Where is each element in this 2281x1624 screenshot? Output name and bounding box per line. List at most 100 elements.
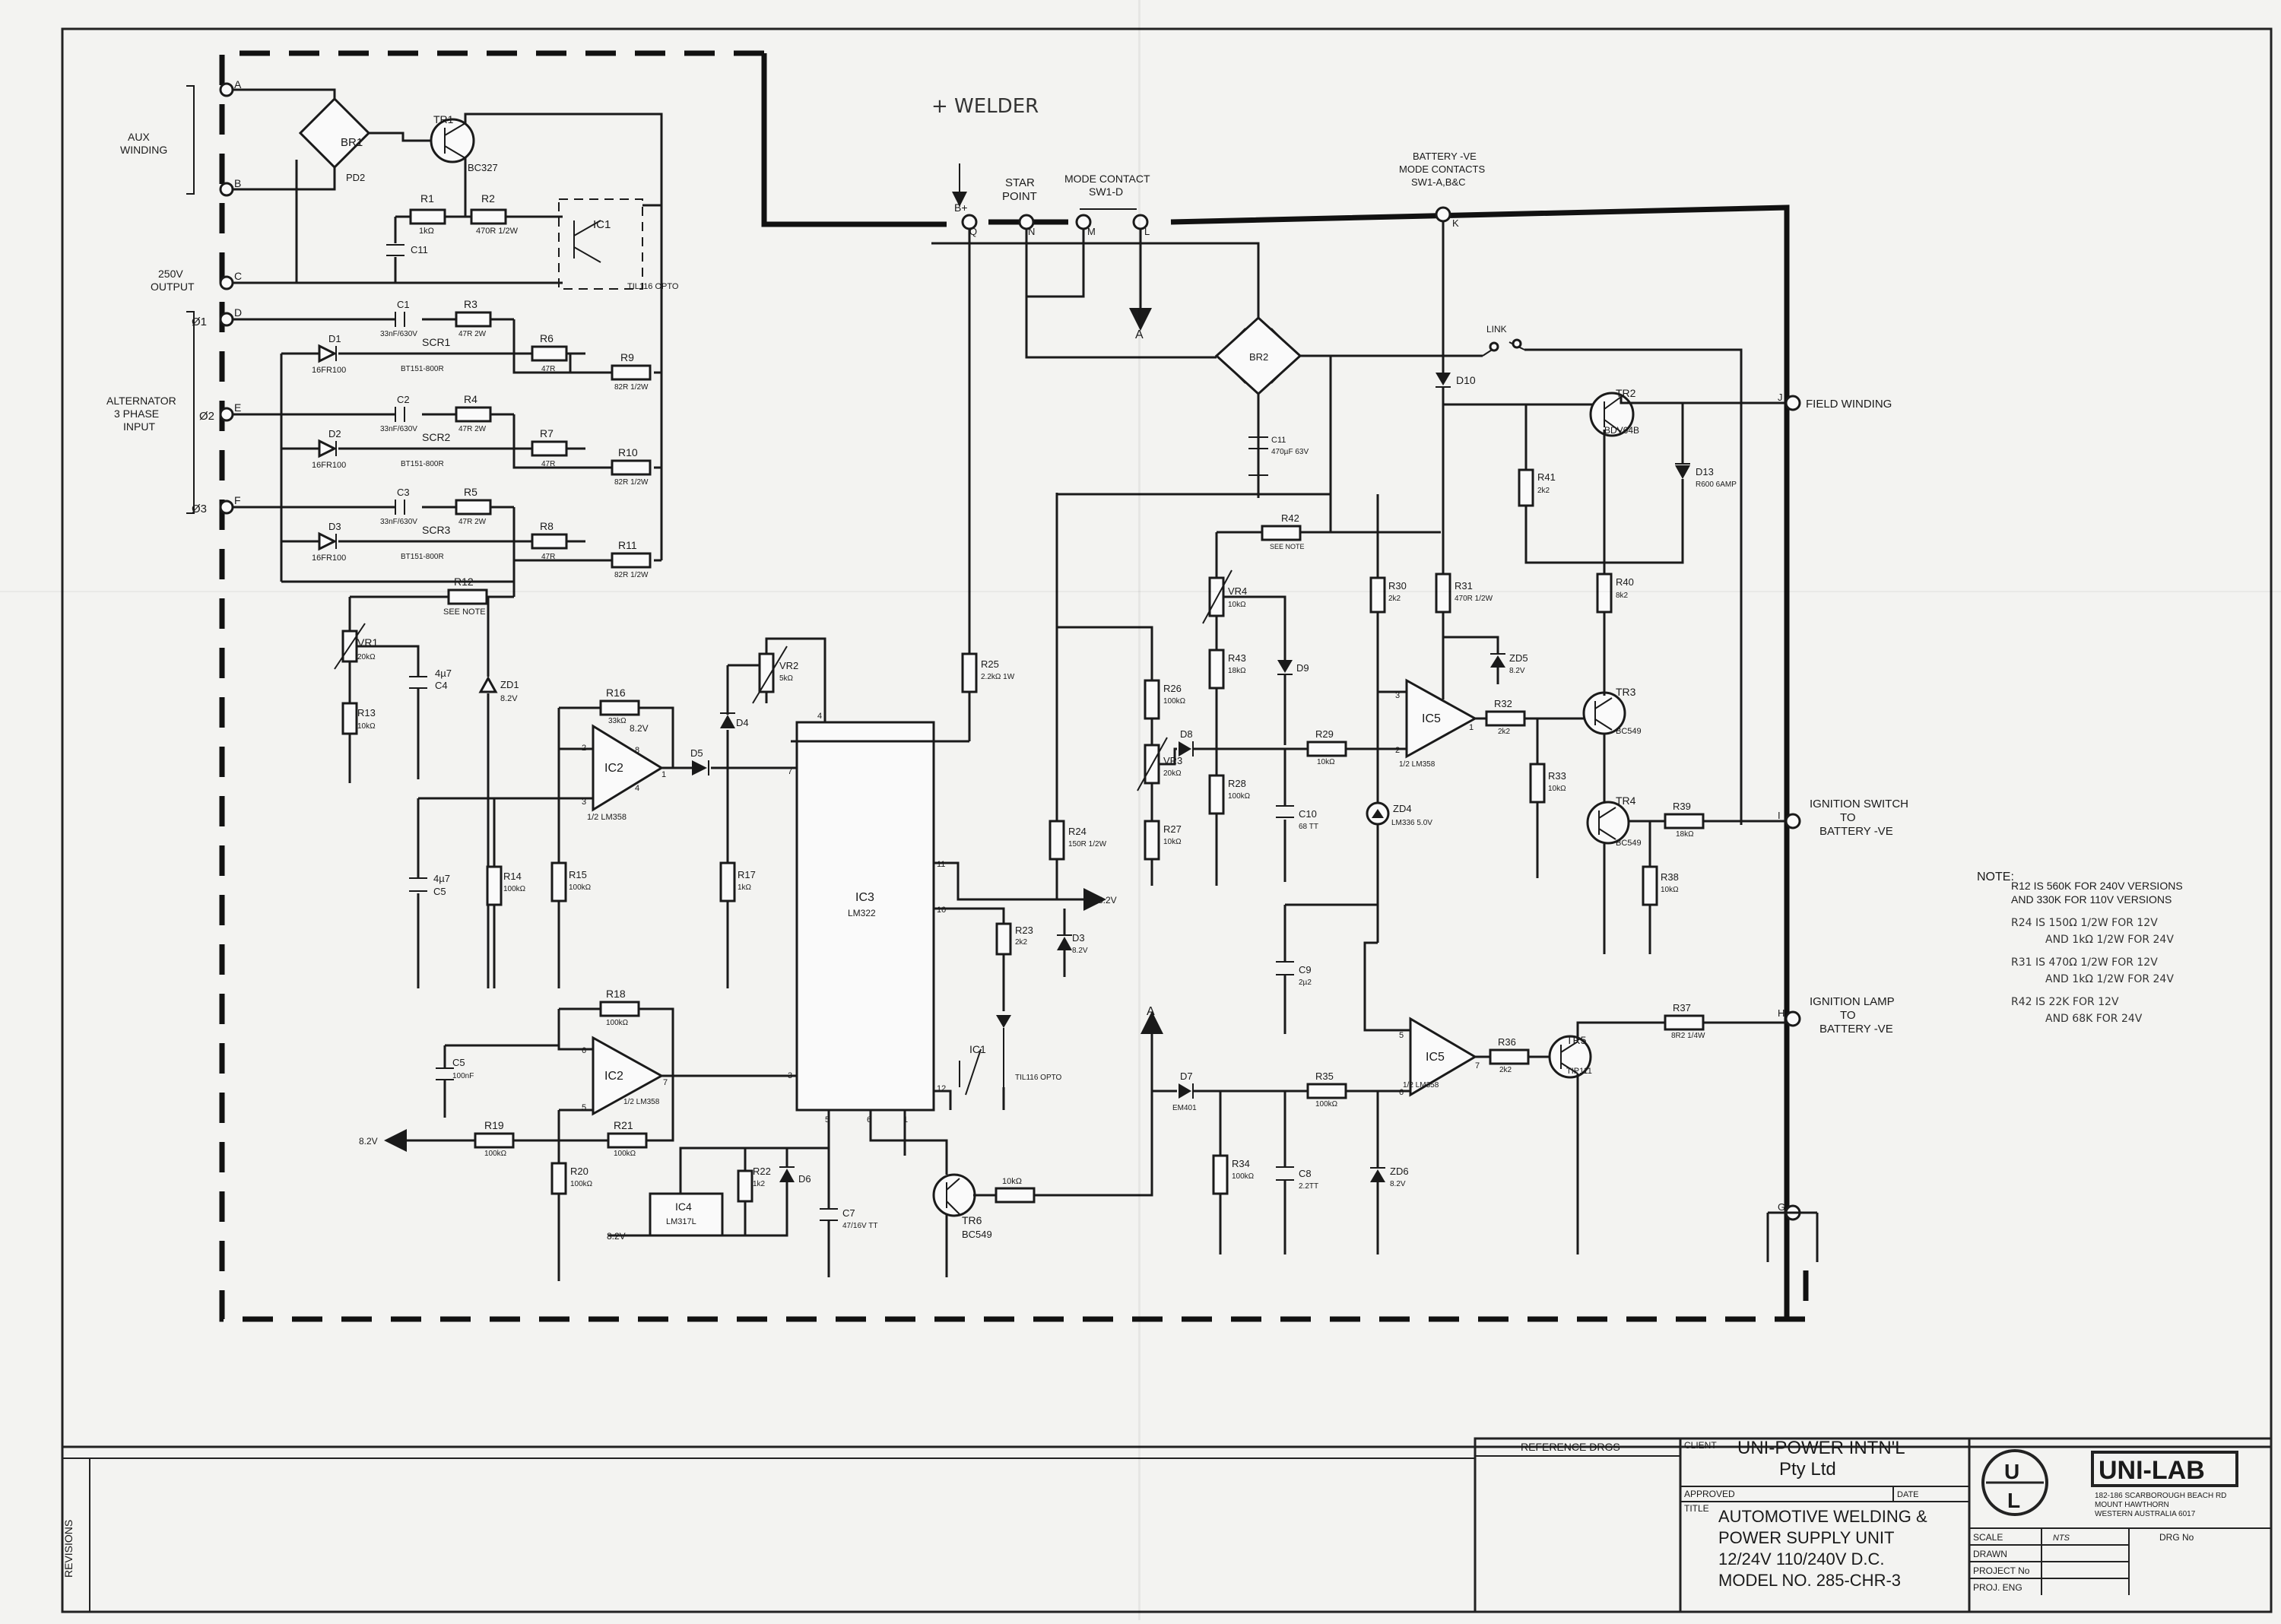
svg-text:100kΩ: 100kΩ <box>1315 1100 1338 1109</box>
svg-text:47R 2W: 47R 2W <box>458 330 487 338</box>
svg-text:6: 6 <box>1399 1088 1404 1097</box>
svg-text:TR4: TR4 <box>1616 795 1636 807</box>
svg-text:K: K <box>1452 217 1459 229</box>
svg-text:R28: R28 <box>1228 778 1246 789</box>
svg-text:4: 4 <box>817 712 822 721</box>
svg-text:33nF/630V: 33nF/630V <box>380 425 417 433</box>
svg-text:BT151-800R: BT151-800R <box>401 553 444 561</box>
svg-text:C10: C10 <box>1299 808 1317 820</box>
opamp-ic5-lower: IC5 1/2 LM358 56 7 <box>1399 1017 1480 1097</box>
svg-text:TR1: TR1 <box>433 113 454 125</box>
svg-text:PROJECT No: PROJECT No <box>1973 1565 2030 1576</box>
svg-text:TR3: TR3 <box>1616 686 1636 698</box>
svg-text:UNI-LAB: UNI-LAB <box>2099 1456 2205 1485</box>
resistor-r13 <box>341 702 358 735</box>
svg-text:R5: R5 <box>464 486 477 498</box>
svg-text:R12 IS 560K FOR 240V VERSIONS: R12 IS 560K FOR 240V VERSIONS <box>2011 880 2183 892</box>
svg-text:C11: C11 <box>411 244 428 255</box>
svg-text:R22: R22 <box>753 1166 771 1177</box>
resistor-r14 <box>486 865 503 906</box>
svg-text:R35: R35 <box>1315 1071 1334 1082</box>
svg-text:20kΩ: 20kΩ <box>1163 769 1182 778</box>
svg-text:R30: R30 <box>1388 580 1407 592</box>
svg-text:APPROVED: APPROVED <box>1684 1489 1735 1499</box>
svg-text:10kΩ: 10kΩ <box>1163 838 1182 846</box>
svg-text:BR2: BR2 <box>1249 351 1268 363</box>
svg-text:R39: R39 <box>1673 801 1691 812</box>
notes-block: NOTE: R12 IS 560K FOR 240V VERSIONS AND … <box>1977 871 2183 1025</box>
svg-text:1kΩ: 1kΩ <box>738 883 752 892</box>
svg-text:BT151-800R: BT151-800R <box>401 365 444 373</box>
svg-text:R1: R1 <box>420 192 434 205</box>
svg-text:SCALE: SCALE <box>1973 1532 2003 1543</box>
svg-text:1: 1 <box>661 770 666 779</box>
svg-text:47R 2W: 47R 2W <box>458 425 487 433</box>
svg-text:8.2V: 8.2V <box>1098 895 1117 906</box>
resistor-r29 <box>1306 741 1347 757</box>
svg-text:10kΩ: 10kΩ <box>1228 601 1246 609</box>
svg-text:C2: C2 <box>397 394 410 405</box>
svg-text:VR2: VR2 <box>779 660 798 671</box>
svg-text:D2: D2 <box>328 428 341 439</box>
svg-text:C9: C9 <box>1299 964 1312 975</box>
svg-text:47R: 47R <box>541 553 555 561</box>
opamp-ic2-upper: IC2 1/2 LM358 8.2V 23 84 1 <box>582 723 666 822</box>
svg-text:47R 2W: 47R 2W <box>458 518 487 526</box>
regulator-ic3: IC3 LM322 7 3 11 10 12 5 6 1 <box>788 721 946 1124</box>
svg-text:SCR3: SCR3 <box>422 524 451 536</box>
svg-text:Ø2: Ø2 <box>199 410 214 423</box>
optocoupler-ic1: IC1 TIL116 OPTO <box>558 198 679 291</box>
svg-text:BC549: BC549 <box>1616 839 1642 848</box>
svg-text:R41: R41 <box>1537 471 1556 483</box>
svg-text:R26: R26 <box>1163 683 1182 694</box>
svg-text:TR5: TR5 <box>1566 1034 1587 1046</box>
svg-text:10kΩ: 10kΩ <box>357 722 376 731</box>
svg-text:C5: C5 <box>433 886 446 897</box>
svg-text:150R 1/2W: 150R 1/2W <box>1068 840 1107 848</box>
svg-text:LINK: LINK <box>1486 324 1507 335</box>
svg-text:4µ7: 4µ7 <box>435 668 452 679</box>
svg-text:16FR100: 16FR100 <box>312 366 346 375</box>
svg-text:470µF 63V: 470µF 63V <box>1271 448 1309 456</box>
resistor-r32 <box>1485 710 1526 727</box>
svg-text:TIL116 OPTO: TIL116 OPTO <box>1015 1074 1062 1082</box>
svg-text:L: L <box>2007 1489 2020 1512</box>
svg-text:100kΩ: 100kΩ <box>484 1150 507 1158</box>
svg-text:IC3: IC3 <box>855 891 874 904</box>
svg-text:R37: R37 <box>1673 1002 1691 1013</box>
svg-text:LM322: LM322 <box>848 908 876 918</box>
svg-text:REVISIONS: REVISIONS <box>62 1520 75 1578</box>
resistor-r28 <box>1208 774 1225 815</box>
svg-text:DRG No: DRG No <box>2159 1532 2194 1543</box>
svg-text:82R 1/2W: 82R 1/2W <box>614 571 649 579</box>
resistor-r33 <box>1529 763 1546 804</box>
svg-text:470R 1/2W: 470R 1/2W <box>476 227 519 236</box>
svg-text:C: C <box>234 270 242 282</box>
svg-text:M: M <box>1087 226 1096 237</box>
svg-text:R24 IS 150Ω 1/2W FOR 12V: R24 IS 150Ω 1/2W FOR 12V <box>2011 917 2158 929</box>
svg-text:A: A <box>1135 328 1144 341</box>
svg-text:R32: R32 <box>1494 698 1512 709</box>
svg-text:D7: D7 <box>1180 1071 1193 1082</box>
svg-text:R2: R2 <box>481 192 495 205</box>
svg-text:D9: D9 <box>1296 662 1309 674</box>
svg-text:33nF/630V: 33nF/630V <box>380 518 417 526</box>
svg-text:BT151-800R: BT151-800R <box>401 460 444 468</box>
svg-text:18kΩ: 18kΩ <box>1676 830 1694 839</box>
svg-text:470R 1/2W: 470R 1/2W <box>1455 595 1493 603</box>
svg-text:ZD6: ZD6 <box>1390 1166 1409 1177</box>
svg-text:R16: R16 <box>606 687 626 699</box>
sheet-border <box>61 27 2273 1613</box>
resistor-r24 <box>1048 820 1065 861</box>
svg-text:C3: C3 <box>397 487 410 498</box>
svg-text:1/2 LM358: 1/2 LM358 <box>1399 760 1436 769</box>
svg-text:IC1: IC1 <box>593 218 611 231</box>
svg-text:LM336 5.0V: LM336 5.0V <box>1391 819 1432 827</box>
svg-text:R12: R12 <box>454 576 474 588</box>
optocoupler-ic1-led: IC1 TIL116 OPTO <box>934 1015 1062 1110</box>
